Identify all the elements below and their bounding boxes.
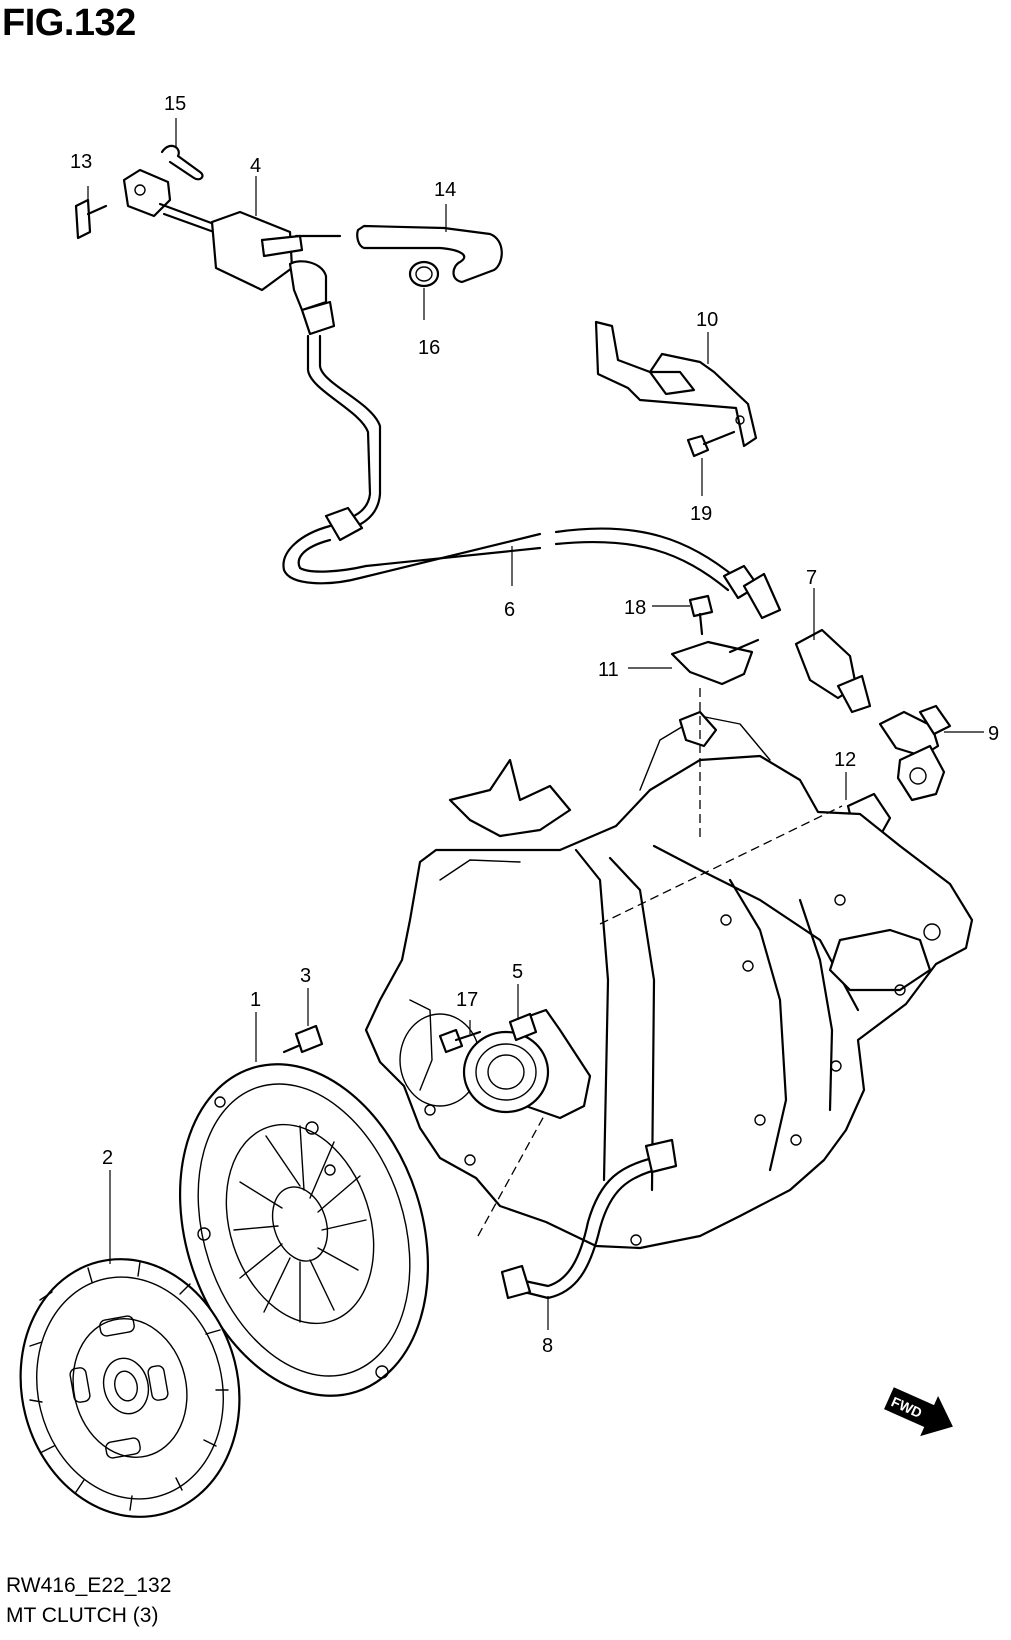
part-4-master-cylinder — [122, 168, 342, 336]
callout-12: 12 — [834, 749, 856, 771]
part-10-bracket — [594, 320, 758, 448]
part-19-bolt — [686, 430, 736, 458]
part-9-union — [878, 704, 952, 802]
callout-6: 6 — [504, 599, 515, 621]
part-8-slave-pipe — [477, 1115, 678, 1300]
callout-11: 11 — [598, 659, 619, 681]
part-3-bolt — [282, 1024, 324, 1054]
part-15-clip — [160, 144, 204, 181]
figure-title: FIG.132 — [2, 2, 136, 44]
callout-10: 10 — [696, 309, 718, 331]
part-14-hose — [356, 224, 503, 284]
diagram-code: RW416_E22_132 — [6, 1574, 172, 1597]
fwd-arrow-icon: FWD — [884, 1387, 953, 1437]
part-1-clutch-cover — [178, 1063, 430, 1397]
callout-7: 7 — [806, 567, 817, 589]
callout-13: 13 — [70, 151, 92, 173]
callout-labels: 13 15 4 14 16 10 19 6 18 7 11 9 12 3 5 1… — [70, 93, 999, 1357]
transmission-case — [364, 688, 974, 1250]
callout-18: 18 — [624, 597, 646, 619]
callout-5: 5 — [512, 961, 523, 983]
callout-15: 15 — [164, 93, 186, 115]
diagram-caption: MT CLUTCH (3) — [6, 1604, 159, 1627]
callout-19: 19 — [690, 503, 712, 525]
callout-1: 1 — [250, 989, 261, 1011]
part-13-bracket — [74, 198, 108, 240]
part-6-clutch-pipe — [282, 334, 782, 620]
callout-9: 9 — [988, 723, 999, 745]
part-18-bolt — [688, 594, 714, 636]
part-5-release-bearing — [462, 1008, 592, 1120]
diaphragm-fingers — [233, 1125, 367, 1323]
part-7-hose-fitting — [794, 628, 872, 714]
damper-springs — [69, 1315, 169, 1459]
part-11-clip — [670, 638, 760, 686]
callout-8: 8 — [542, 1335, 553, 1357]
callout-16: 16 — [418, 337, 440, 359]
callout-4: 4 — [250, 155, 261, 177]
callout-3: 3 — [300, 965, 311, 987]
callout-2: 2 — [102, 1147, 113, 1169]
part-16-clamp — [408, 260, 440, 288]
callout-14: 14 — [434, 179, 456, 201]
part-2-clutch-disc — [19, 1258, 241, 1518]
part-17-bolt — [438, 1028, 482, 1054]
callout-17: 17 — [456, 989, 478, 1011]
leader-lines — [87, 118, 984, 1330]
